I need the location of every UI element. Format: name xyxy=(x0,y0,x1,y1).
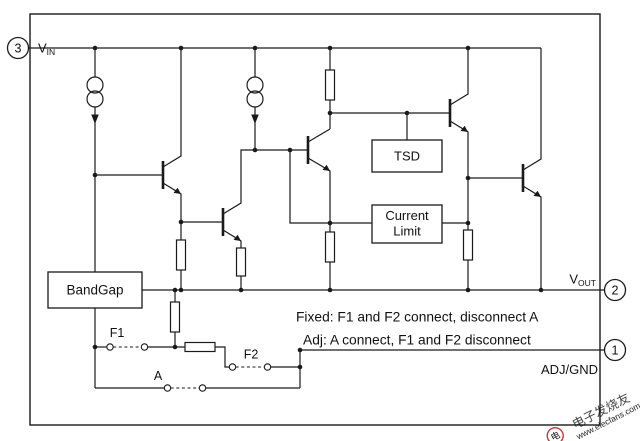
watermark-logo-glyph: 电 xyxy=(549,429,562,441)
current-limit-box xyxy=(371,204,443,244)
note-adj-mode: Adj: A connect, F1 and F2 disconnect xyxy=(303,333,531,348)
ic-boundary-box xyxy=(29,13,601,426)
wires xyxy=(28,47,605,389)
pin1-number: 1 xyxy=(612,343,619,357)
watermark-logo-icon xyxy=(546,427,564,441)
tsd-box xyxy=(371,139,443,173)
npn-transistor-q2 xyxy=(221,208,241,241)
pin-3-vin: 3 xyxy=(6,36,30,60)
bandgap-label: BandGap xyxy=(66,283,123,298)
npn-transistor-q5-output xyxy=(521,164,541,197)
watermark: 电 电子发烧友 www.elecfans.com xyxy=(546,390,640,441)
npn-transistor-q4 xyxy=(448,99,468,132)
vout-label-sub: OUT xyxy=(578,278,596,288)
switch-f2-label: F2 xyxy=(244,348,259,362)
current-arrow-icon xyxy=(251,114,259,124)
switch-f1-label: F1 xyxy=(110,326,125,340)
vin-label-sub: IN xyxy=(47,47,56,57)
pin2-number: 2 xyxy=(612,283,619,297)
tsd-label: TSD xyxy=(394,149,420,164)
adj-gnd-label: ADJ/GND xyxy=(541,362,598,377)
npn-transistor-q1 xyxy=(161,161,181,194)
resistors xyxy=(169,69,474,353)
resistor-drive-pullup xyxy=(324,69,336,101)
current-source-2 xyxy=(246,76,264,124)
pin-1-adj-gnd: 1 xyxy=(603,338,627,362)
resistor-q1-emitter xyxy=(175,239,187,271)
switch-a xyxy=(163,384,207,392)
current-arrow-icon xyxy=(91,114,99,124)
pin3-number: 3 xyxy=(15,41,22,55)
current-limit-label-line1: Current xyxy=(385,208,429,223)
vout-label-main: V xyxy=(569,272,578,287)
junction-dots xyxy=(92,45,544,370)
vin-label-main: V xyxy=(38,41,47,56)
bandgap-box xyxy=(47,271,143,309)
current-source-1 xyxy=(86,76,104,124)
resistor-feedback-bottom xyxy=(184,341,216,353)
resistor-driver xyxy=(462,229,474,261)
switch-f1 xyxy=(106,343,149,351)
vout-label: VOUT xyxy=(569,272,596,289)
resistor-feedback-top xyxy=(169,301,181,333)
resistor-q3-emitter xyxy=(324,231,336,263)
npn-transistor-q3 xyxy=(306,136,330,171)
note-fixed-mode: Fixed: F1 and F2 connect, disconnect A xyxy=(296,310,539,325)
pin-2-vout: 2 xyxy=(603,278,627,302)
vin-label: VIN xyxy=(38,41,55,58)
switch-a-label: A xyxy=(154,369,163,383)
switch-dashed-links xyxy=(113,346,265,389)
resistor-q2-emitter xyxy=(235,247,247,277)
switch-f2 xyxy=(228,363,272,371)
current-limit-label-line2: Limit xyxy=(393,224,421,239)
